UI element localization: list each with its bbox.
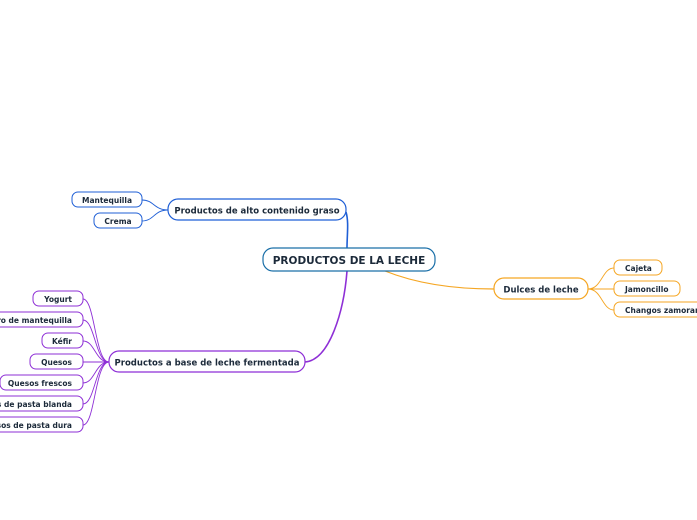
connector-leaf-fermentada-1 [82,319,110,363]
leaf-label-cajeta: Cajeta [625,264,652,273]
connector-leaf-fermentada-2 [82,340,110,363]
branch-node-dulces[interactable]: Dulces de leche [493,277,589,300]
leaf-label-kefir: Kéfir [52,337,72,346]
connector-leaf-grasos-0 [141,199,169,211]
branch-label-grasos: Productos de alto contenido graso [174,207,339,217]
branch-node-fermentada[interactable]: Productos a base de leche fermentada [108,350,306,373]
leaf-node-yogurt[interactable]: Yogurt [32,290,84,307]
leaf-label-yogurt: Yogurt [43,295,72,304]
root-node[interactable]: PRODUCTOS DE LA LECHE [262,247,436,272]
leaf-label-suero-de-mantequilla: Suero de mantequilla [0,316,72,325]
leaf-node-mantequilla[interactable]: Mantequilla [71,191,143,208]
root-label: PRODUCTOS DE LA LECHE [273,255,426,267]
leaf-label-quesos-frescos: Quesos frescos [8,379,73,388]
leaf-node-suero-de-mantequilla[interactable]: Suero de mantequilla [0,311,84,328]
leaf-label-quesos: Quesos [41,358,72,367]
leaf-label-quesos-de-pasta-blanda: Quesos de pasta blanda [0,400,72,409]
branch-node-grasos[interactable]: Productos de alto contenido graso [167,198,347,221]
connector-leaf-fermentada-6 [82,361,110,426]
connector-leaf-fermentada-0 [82,298,110,363]
leaf-node-crema[interactable]: Crema [93,212,143,229]
connector-root-dulces [384,270,495,290]
connector-leaf-grasos-1 [141,209,169,222]
connector-leaf-fermentada-5 [82,361,110,405]
leaf-label-mantequilla: Mantequilla [82,196,132,205]
leaf-node-quesos-de-pasta-blanda[interactable]: Quesos de pasta blanda [0,395,84,412]
connectors [82,199,615,426]
leaf-label-crema: Crema [104,217,131,226]
leaf-node-cajeta[interactable]: Cajeta [613,259,663,276]
leaf-node-quesos[interactable]: Quesos [29,353,84,370]
leaf-node-kefir[interactable]: Kéfir [41,332,84,349]
connector-root-fermentada [304,270,348,363]
branch-label-dulces: Dulces de leche [503,286,578,296]
leaf-node-changos-zamoranos[interactable]: Changos zamoranos [613,301,697,318]
leaf-label-changos-zamoranos: Changos zamoranos [625,306,697,315]
connector-leaf-dulces-2 [587,288,615,311]
leaf-node-quesos-frescos[interactable]: Quesos frescos [0,374,84,391]
connector-root-grasos [345,211,349,249]
leaf-label-quesos-de-pasta-dura: Quesos de pasta dura [0,421,72,430]
leaf-node-quesos-de-pasta-dura[interactable]: Quesos de pasta dura [0,416,84,433]
leaf-label-jamoncillo: Jamoncillo [624,285,668,294]
leaf-node-jamoncillo[interactable]: Jamoncillo [613,280,681,297]
connector-leaf-dulces-0 [587,267,615,290]
branch-label-fermentada: Productos a base de leche fermentada [115,359,300,369]
